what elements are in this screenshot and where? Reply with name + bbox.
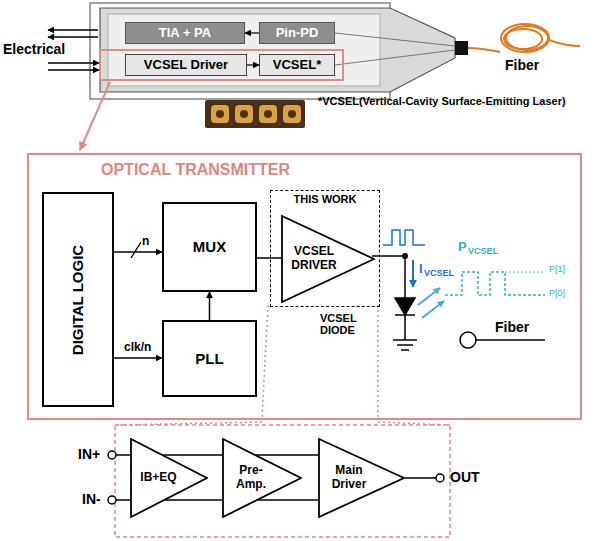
node-label: THIS WORK: [294, 193, 357, 206]
edge-label: n: [141, 235, 150, 248]
node-label: IB+EQ: [135, 471, 182, 485]
amp-triangle: Main Driver: [318, 438, 405, 518]
node-label: DIGITAL LOGIC: [69, 244, 86, 354]
node-label: VCSEL Driver: [144, 58, 228, 73]
module-block: VCSEL Driver: [125, 54, 247, 76]
connector: [165, 499, 222, 501]
module-block: TIA + PA: [125, 22, 245, 44]
connector: [245, 32, 259, 34]
module-block: Pin-PD: [259, 22, 335, 44]
connector: [257, 257, 281, 259]
node-label: PLL: [195, 350, 223, 367]
connector: [114, 357, 162, 359]
logic-block: DIGITAL LOGIC: [42, 192, 114, 407]
node-label: Pin-PD: [276, 26, 319, 41]
connector: [247, 64, 259, 66]
mux-block: MUX: [162, 202, 257, 292]
text-label: I: [419, 262, 423, 276]
text-label: P[1]: [549, 265, 565, 275]
text-label: OUT: [450, 470, 480, 485]
text-label: IN-: [82, 492, 101, 507]
pll-block: PLL: [162, 320, 257, 397]
text-label: VCSEL: [468, 247, 498, 257]
node-label: OPTICAL TRANSMITTER: [101, 161, 290, 179]
text-label: Fiber: [505, 58, 539, 73]
node-label: Pre- Amp.: [227, 464, 275, 492]
connector: [163, 454, 222, 456]
text-label: P[0]: [549, 289, 565, 299]
triangle-shape: [319, 439, 404, 517]
amp-triangle: IB+EQ: [130, 438, 208, 518]
node-label: VCSEL DRIVER: [286, 245, 342, 273]
amp-triangle: Pre- Amp.: [222, 438, 302, 518]
text-label: *VCSEL(Vertical-Cavity Surface-Emitting …: [318, 95, 566, 107]
edge-label: clk/n: [123, 341, 152, 354]
triangle-shape: [282, 216, 374, 302]
connector: [209, 292, 211, 320]
node-label: Main Driver: [323, 464, 375, 492]
text-label: VCSEL: [424, 269, 454, 279]
connector: [258, 499, 318, 501]
text-label: P: [458, 240, 467, 254]
connector: [256, 454, 318, 456]
node-label: MUX: [193, 238, 226, 255]
connector: [114, 251, 162, 253]
module-block: VCSEL*: [259, 54, 335, 76]
triangle-shape: [223, 439, 301, 517]
transmitter-frame: OPTICAL TRANSMITTER DIGITAL LOGIC MUX PLL TH…: [27, 153, 582, 420]
driver-triangle: VCSEL DRIVER: [281, 215, 375, 303]
text-label: Fiber: [495, 320, 529, 335]
triangle-shape: [131, 439, 207, 517]
this-work-box: THIS WORK VCSEL DRIVER: [270, 190, 380, 307]
text-label: VCSEL DIODE: [320, 312, 372, 336]
node-label: TIA + PA: [159, 26, 211, 41]
text-label: IN+: [78, 447, 100, 462]
node-label: VCSEL*: [273, 58, 321, 73]
text-label: Electrical: [3, 42, 65, 57]
